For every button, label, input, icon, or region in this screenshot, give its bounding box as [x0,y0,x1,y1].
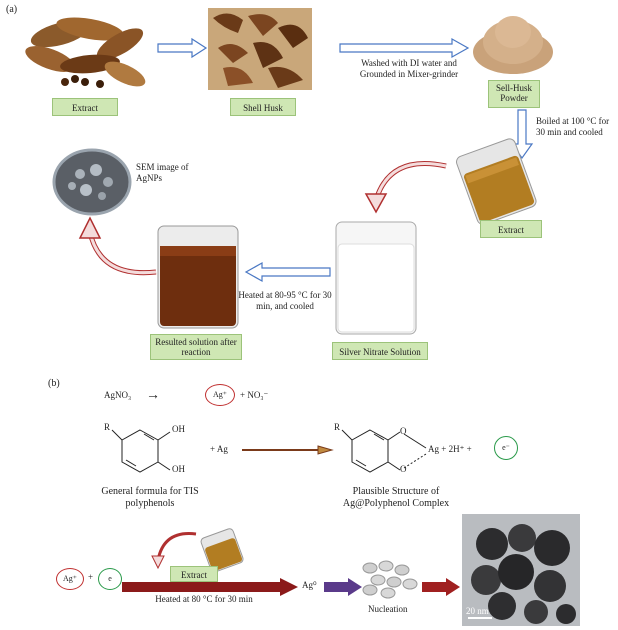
ag-complex-structure [341,429,427,473]
heated2-text: Heated at 80 °C for 30 min [155,594,253,604]
general-formula-caption: General formula for TIS polyphenols [101,486,199,509]
arrow-right-icon [122,578,298,596]
ag-plus-circle: Ag⁺ [205,384,235,406]
plus-sign: + [88,572,94,582]
powder-label: Sell-Husk Powder [488,80,540,108]
silver-nitrate-beaker-image [335,221,417,335]
wash-step-text: Washed with DI water and Grounded in Mix… [359,58,459,79]
extract-label: Extract [52,98,118,116]
husk-powder-image [473,16,553,74]
oh-group-2: OH [172,464,185,474]
shell-husk-label: Shell Husk [230,98,296,116]
curved-arrow-icon [151,532,197,570]
extract-beaker-image [456,138,537,225]
oxygen-2: O [400,464,407,474]
arrow-down-icon [510,109,534,160]
plus-ag-text: + Ag [210,444,228,454]
plausible-structure-caption: Plausible Structure of Ag@Polyphenol Com… [342,486,450,509]
ag-plus-circle-2: Ag⁺ [56,568,84,590]
ag0-text: Ag⁰ [302,580,317,590]
boil-step-text: Boiled at 100 °C for 30 min and cooled [536,116,610,137]
r-group-2: R [334,422,341,432]
arrow-right-icon [422,578,460,596]
curved-arrow-icon [364,161,447,214]
r-group-1: R [104,422,111,432]
panel-a-label: (a) [6,4,18,15]
result-label: Resulted solution after reaction [150,334,242,360]
silver-nitrate-label: Silver Nitrate Solution [332,342,428,360]
ag-plus-text-2: Ag⁺ [63,574,77,583]
sem-caption: SEM image of AgNPs [136,162,189,183]
extract3-label: Extract [170,566,218,582]
e-minus-circle: e⁻ [494,436,518,460]
arrow-right-icon [324,578,362,596]
polyphenol-structure [111,429,171,473]
arrow-left-icon [244,261,331,283]
panel-b-label: (b) [48,378,60,389]
tamarind-pods-image [25,17,146,88]
extract2-label: Extract [480,220,542,238]
ag-2h-text: Ag + 2H⁺ + [428,444,472,454]
arrow-right-icon [339,37,470,59]
no3-formula: + NO₃⁻ [240,390,269,400]
oxygen-1: O [400,426,407,436]
tem-image [462,514,580,626]
e-minus-text: e⁻ [502,443,510,452]
heated-step-text: Heated at 80-95 °C for 30 min, and coole… [238,290,332,311]
curved-arrow-icon [78,216,157,276]
scale-bar-label: 20 nm [466,606,489,616]
nucleation-particles-image [362,560,418,599]
reaction-arrow: → [146,388,160,403]
result-beaker-image [157,225,239,329]
e-text: e [108,574,112,583]
agno3-formula: AgNO₃ [104,390,132,400]
extract-beaker-small-image [200,528,244,573]
e-circle: e [98,568,122,590]
pipette-arrow-icon [242,445,334,455]
shell-husk-image [208,8,312,90]
oh-group-1: OH [172,424,185,434]
nucleation-label: Nucleation [368,604,408,614]
sem-image [52,148,132,216]
ag-plus-text: Ag⁺ [213,390,227,399]
arrow-right-icon [157,37,208,59]
